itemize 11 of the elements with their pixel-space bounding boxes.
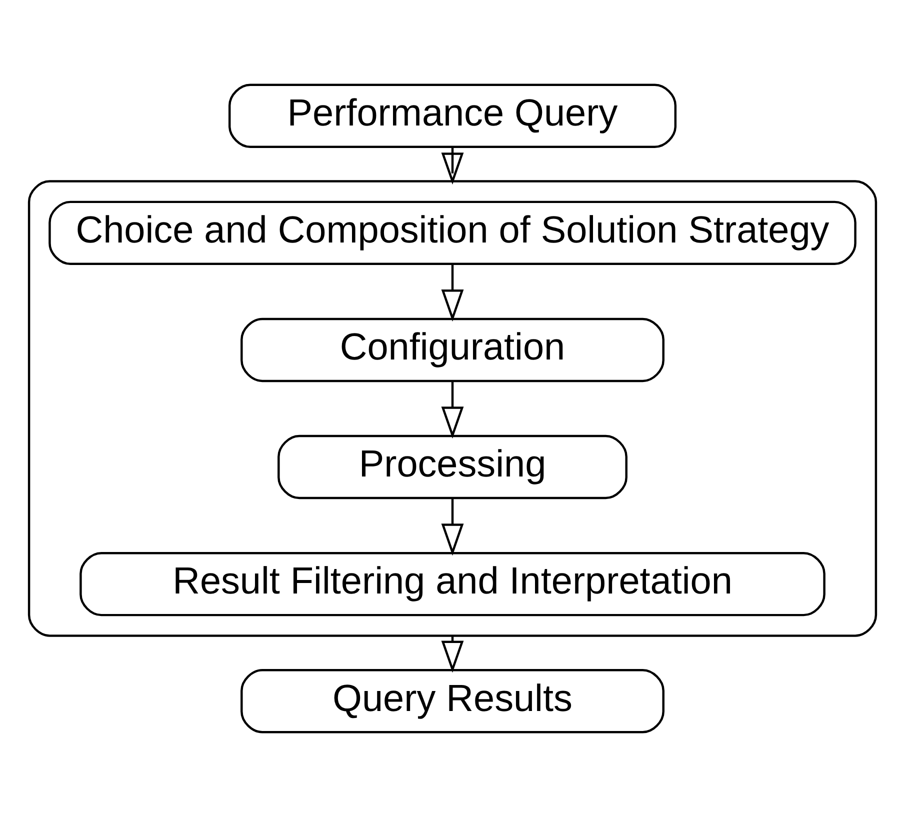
node-box: Query Results — [240, 669, 664, 734]
node-box: Performance Query — [228, 84, 677, 148]
arrow — [441, 498, 464, 556]
cluster — [28, 180, 878, 637]
arrow — [441, 147, 464, 185]
node-box: Processing — [278, 434, 628, 500]
node-box: Result Filtering and Interpretation — [80, 552, 826, 616]
arrow — [441, 382, 464, 439]
arrow — [441, 264, 464, 322]
node-box: Configuration — [240, 318, 664, 382]
node-box: Choice and Composition of Solution Strategy — [48, 200, 856, 266]
